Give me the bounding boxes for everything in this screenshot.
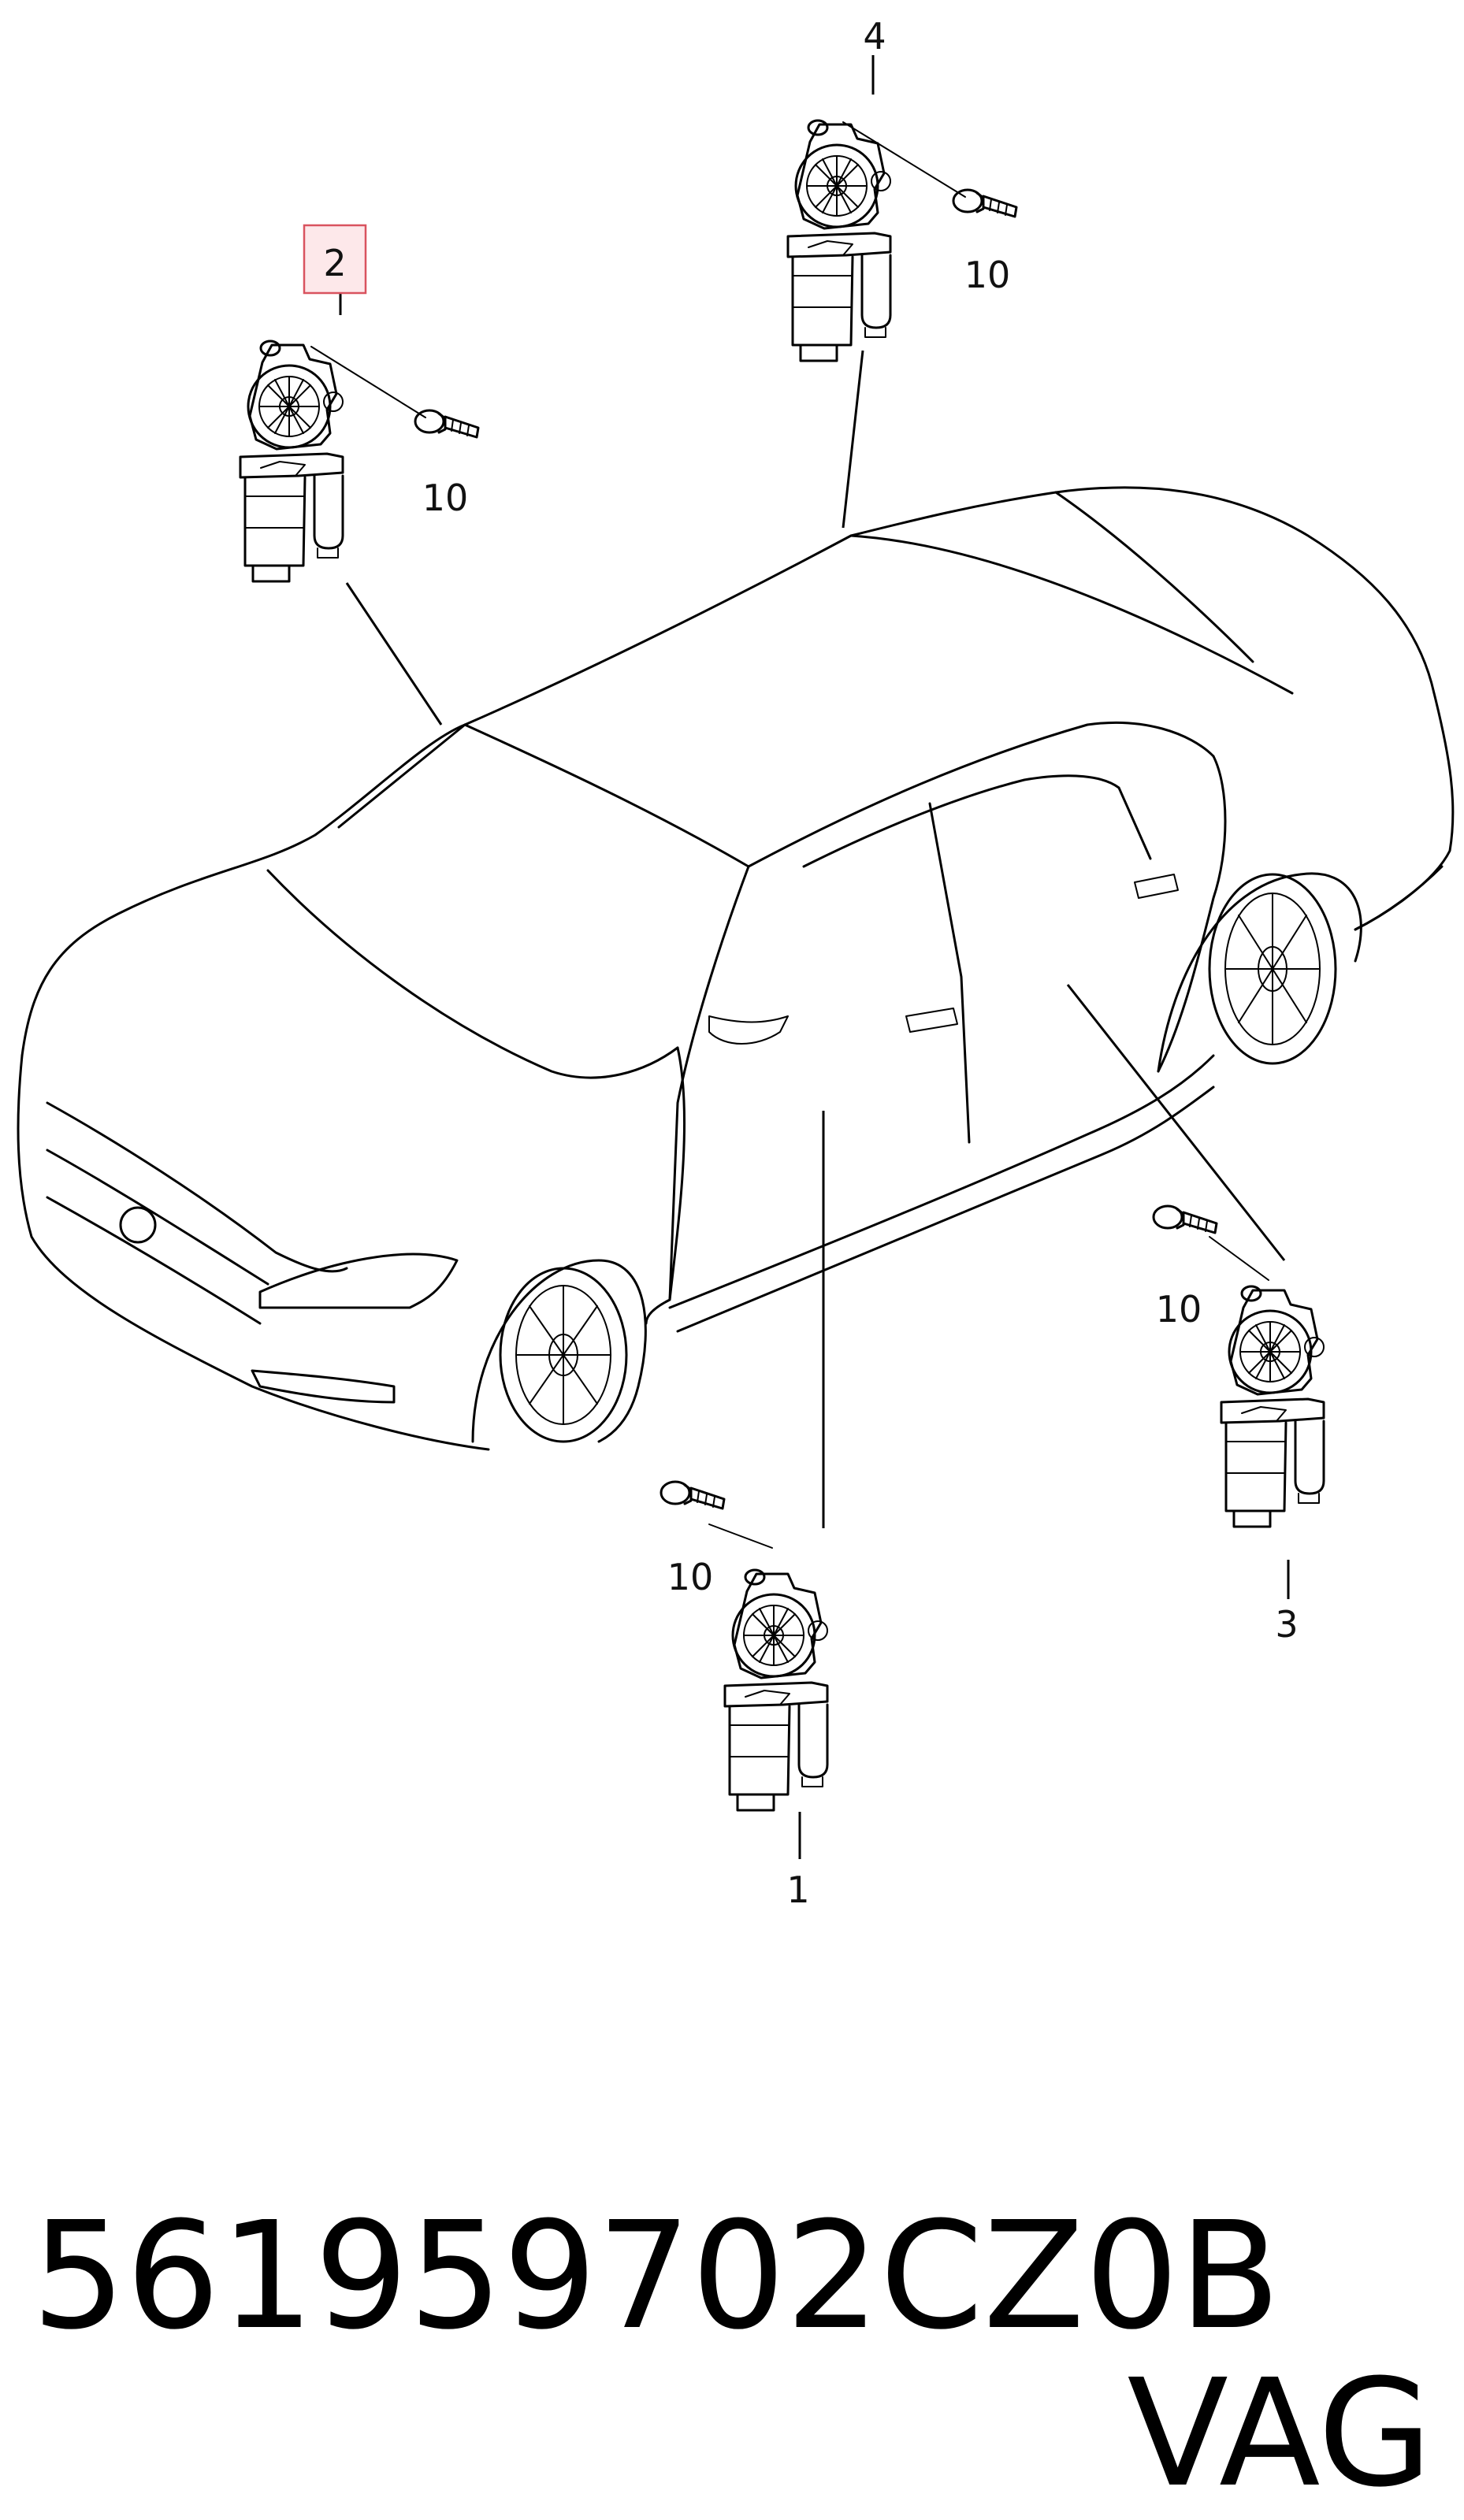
screw-front-right <box>952 188 1018 218</box>
screw-front-left <box>660 1480 726 1510</box>
callout-10-rear-right[interactable]: 10 <box>1156 1288 1202 1331</box>
callout-4[interactable]: 4 <box>863 15 886 58</box>
callout-10-front-right[interactable]: 10 <box>964 254 1011 296</box>
callout-1[interactable]: 1 <box>786 1869 809 1911</box>
brand-name: VAG <box>1127 2347 1432 2520</box>
highlight-box <box>303 224 367 295</box>
window-motor-front-right <box>786 119 892 362</box>
callout-10-rear-left[interactable]: 10 <box>422 477 469 519</box>
part-number: 561959702CZ0B <box>32 2190 1281 2362</box>
car-body <box>17 486 1455 1451</box>
window-motor-rear-right <box>1220 1285 1325 1528</box>
window-motor-front-left <box>723 1568 829 1812</box>
exploded-parts-diagram: 2 4 1 3 10 10 10 10 <box>17 15 1455 1911</box>
callout-10-front-left[interactable]: 10 <box>667 1556 714 1598</box>
callout-3[interactable]: 3 <box>1275 1603 1298 1646</box>
window-motor-rear-left <box>239 340 344 583</box>
screw-rear-right <box>1152 1204 1218 1234</box>
callout-2[interactable]: 2 <box>323 242 346 284</box>
screw-rear-left <box>414 409 480 439</box>
part-caption: 561959702CZ0B VAG <box>0 2040 1464 2513</box>
